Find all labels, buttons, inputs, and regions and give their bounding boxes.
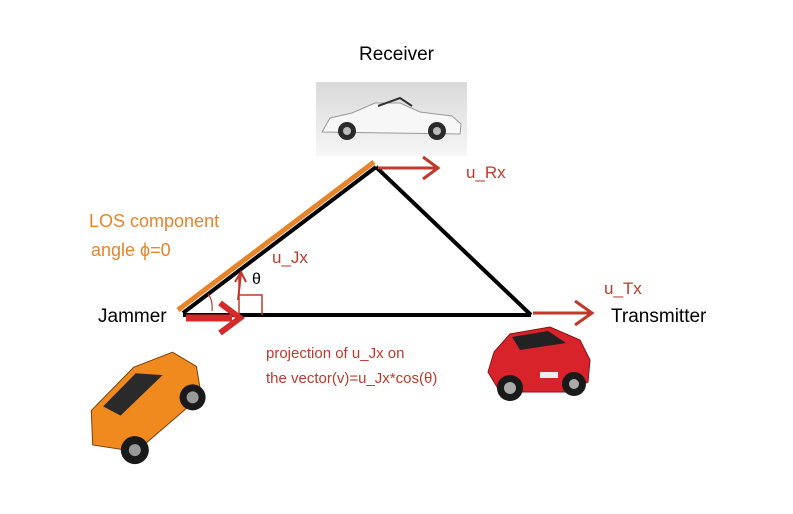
transmitter-label: Transmitter (611, 306, 707, 327)
los-component-label: LOS component (89, 211, 220, 231)
angle-arc (207, 293, 213, 312)
projection-arrow (186, 300, 245, 336)
los-component-line (176, 160, 376, 312)
jammer-label: Jammer (98, 306, 167, 327)
receiver-transmitter-edge (374, 165, 533, 317)
jammer-car-image (90, 351, 206, 465)
u-tx-label: u_Tx (604, 279, 642, 298)
projection-label-line1: projection of u_Jx on (266, 345, 405, 362)
u-jx-arrow (234, 269, 247, 301)
jammer-receiver-edge (181, 165, 378, 315)
u-rx-arrow (378, 155, 441, 181)
theta-label: θ (252, 271, 261, 288)
receiver-car-image (316, 82, 467, 156)
u-jx-label: u_Jx (272, 248, 308, 267)
u-tx-arrow (533, 299, 595, 327)
los-angle-label: angle ϕ=0 (91, 240, 171, 260)
projection-label-line2: the vector(v)=u_Jx*cos(θ) (266, 370, 438, 387)
right-angle-marker (238, 275, 263, 315)
receiver-label: Receiver (359, 44, 434, 65)
u-rx-label: u_Rx (466, 163, 506, 182)
transmitter-car-image (487, 326, 591, 401)
